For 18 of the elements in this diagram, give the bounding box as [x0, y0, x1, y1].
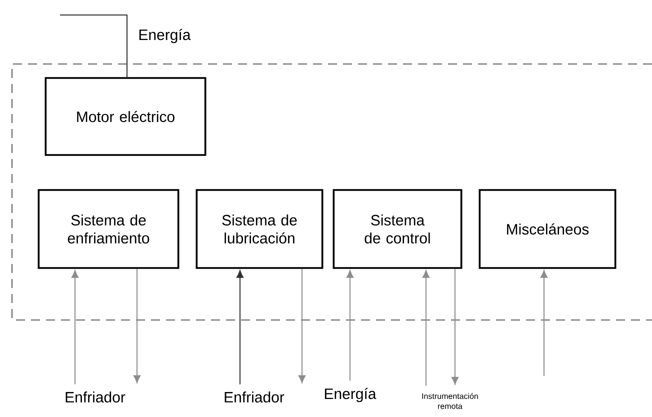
arrow: [346, 270, 354, 382]
process-box: Sistema de enfriamiento: [38, 189, 180, 269]
edge-label: Energía: [139, 28, 191, 44]
process-box: Sistema de control: [332, 189, 462, 269]
arrow: [422, 270, 430, 386]
io-label: Enfriador: [66, 392, 126, 402]
io-label: Energía: [324, 388, 376, 402]
arrow: [133, 268, 141, 384]
arrow: [236, 270, 244, 385]
arrow: [540, 270, 548, 376]
process-box: Sistema de lubricación: [196, 189, 324, 269]
io-label: Enfriador: [224, 392, 284, 402]
arrow: [298, 268, 306, 384]
process-box: Misceláneos: [478, 189, 616, 269]
arrow: [451, 268, 459, 385]
process-box: Motor eléctrico: [44, 77, 206, 156]
arrow: [71, 270, 79, 385]
io-label: Instrumentación remota: [422, 393, 478, 409]
